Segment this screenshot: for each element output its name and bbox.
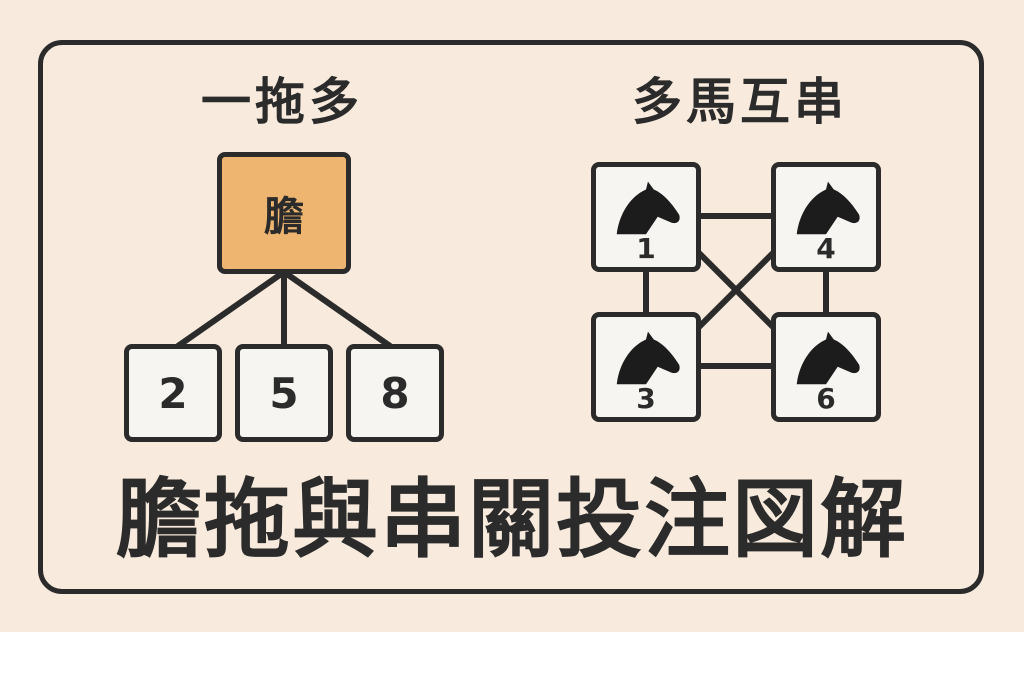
diagram-footer-title: 膽拖與串關投注図解 bbox=[116, 470, 908, 570]
title-multi-horse-cross: 多馬互串 bbox=[632, 73, 848, 131]
connector-banker-to-8 bbox=[281, 269, 393, 349]
leg-number: 2 bbox=[158, 368, 188, 418]
leg-number: 8 bbox=[380, 368, 410, 418]
leg-box-8: 8 bbox=[346, 344, 444, 442]
horse-box-6: 6 bbox=[771, 312, 881, 422]
horse-head-icon bbox=[616, 331, 680, 385]
horse-box-3: 3 bbox=[591, 312, 701, 422]
horse-number: 6 bbox=[816, 382, 836, 415]
horse-box-4: 4 bbox=[771, 162, 881, 272]
horse-number: 3 bbox=[636, 382, 656, 415]
connector-4-to-3 bbox=[695, 249, 777, 331]
horse-head-icon bbox=[796, 331, 860, 385]
horse-number: 1 bbox=[636, 232, 656, 265]
leg-box-2: 2 bbox=[124, 344, 222, 442]
diagram-frame bbox=[38, 40, 984, 594]
horse-head-icon bbox=[796, 181, 860, 235]
banker-label: 膽 bbox=[264, 194, 304, 240]
banker-box: 膽 bbox=[217, 152, 351, 274]
horse-box-1: 1 bbox=[591, 162, 701, 272]
connector-banker-to-2 bbox=[175, 269, 287, 349]
horse-number: 4 bbox=[816, 232, 836, 265]
horse-head-icon bbox=[616, 181, 680, 235]
title-one-to-many: 一拖多 bbox=[201, 73, 363, 131]
leg-number: 5 bbox=[269, 368, 299, 418]
leg-box-5: 5 bbox=[235, 344, 333, 442]
